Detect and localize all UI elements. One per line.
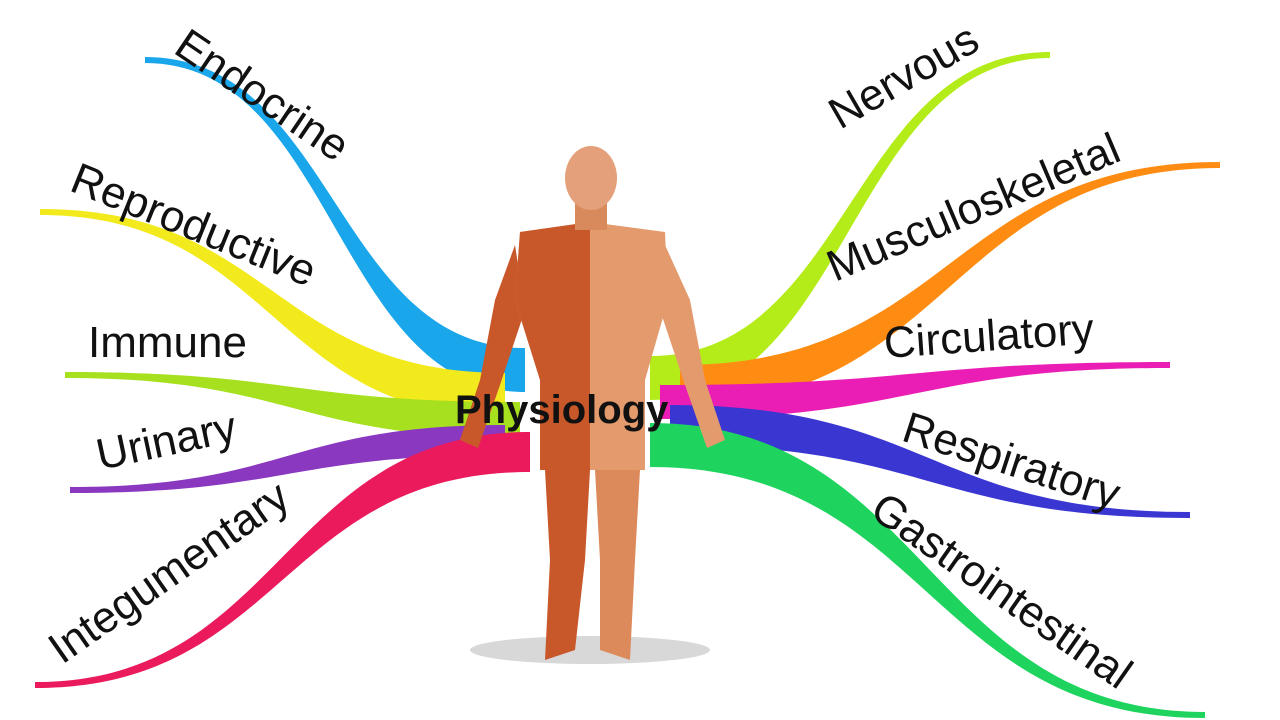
label-endocrine: Endocrine [166,20,358,171]
center-label: Physiology [455,388,669,432]
label-reproductive: Reproductive [64,154,323,297]
right-leg [595,470,640,660]
label-immune: Immune [88,318,247,367]
ribbon-reproductive [40,209,505,417]
ribbon-gastrointestinal [650,423,1205,718]
ribbon-respiratory [670,405,1190,518]
left-arm [460,245,525,448]
ribbon-circulatory [660,362,1170,419]
ribbon-nervous [650,52,1050,400]
right-arm [660,245,725,448]
figure-shadow [470,636,710,664]
label-integumentary: Integumentary [40,472,299,673]
head [565,146,617,210]
label-urinary: Urinary [92,402,241,479]
ribbon-musculoskeletal [680,162,1220,405]
ribbon-endocrine [145,57,525,392]
ribbons [35,52,1220,718]
left-leg [545,470,590,660]
ribbon-integumentary [35,432,530,688]
human-figure [460,146,725,664]
ribbon-urinary [70,425,505,493]
torso-muscle-side [515,222,590,470]
label-gastrointestinal: Gastrointestinal [862,483,1141,698]
ribbon-immune [65,372,520,438]
